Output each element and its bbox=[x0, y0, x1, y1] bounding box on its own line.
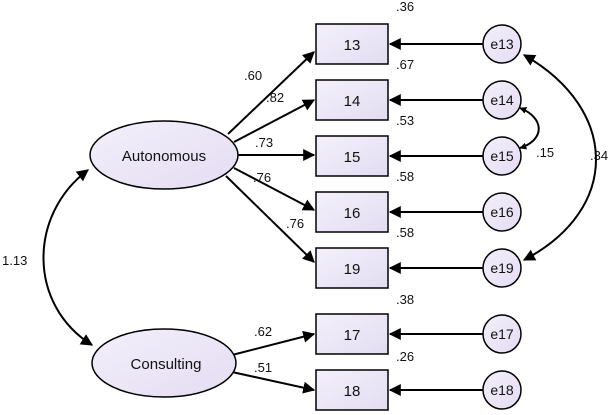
observed-box-13 bbox=[315, 23, 389, 65]
path-consulting-18 bbox=[231, 371, 316, 394]
rsq-16: .58 bbox=[396, 169, 414, 184]
error-circle-e16 bbox=[482, 192, 522, 232]
latent-consulting-label: Consulting bbox=[131, 356, 202, 373]
error-label-e15: e15 bbox=[490, 148, 514, 164]
covariance-e13-e19-label: .34 bbox=[590, 148, 608, 163]
loading-18: .51 bbox=[254, 360, 272, 375]
path-autonomous-14 bbox=[233, 99, 316, 143]
covariance-e14-e15-label: .15 bbox=[536, 145, 554, 160]
path-consulting-17 bbox=[231, 330, 316, 356]
observed-label-15: 15 bbox=[344, 149, 361, 166]
observed-box-14 bbox=[315, 79, 389, 121]
loading-13: .60 bbox=[244, 68, 262, 83]
observed-label-14: 14 bbox=[344, 93, 361, 110]
latent-autonomous bbox=[89, 120, 239, 190]
error-circle-e14 bbox=[482, 80, 522, 120]
rsq-14: .67 bbox=[396, 57, 414, 72]
covariance-e13-e19 bbox=[522, 54, 597, 261]
loading-15: .73 bbox=[255, 135, 273, 150]
error-label-e16: e16 bbox=[490, 204, 514, 220]
error-circle-e19 bbox=[482, 248, 522, 288]
error-circle-e17 bbox=[482, 314, 522, 354]
observed-label-18: 18 bbox=[344, 383, 361, 400]
loading-19: .76 bbox=[286, 216, 304, 231]
latent-autonomous-label: Autonomous bbox=[122, 148, 206, 165]
observed-box-19 bbox=[315, 247, 389, 289]
error-label-e19: e19 bbox=[490, 260, 514, 276]
loading-14: .82 bbox=[266, 90, 284, 105]
error-circle-e13 bbox=[482, 24, 522, 64]
observed-box-15 bbox=[315, 135, 389, 177]
loading-17: .62 bbox=[254, 324, 272, 339]
covariance-latent-label: 1.13 bbox=[2, 253, 27, 268]
rsq-18: .26 bbox=[396, 349, 414, 364]
error-label-e17: e17 bbox=[490, 326, 514, 342]
error-label-e18: e18 bbox=[490, 382, 514, 398]
rsq-15: .53 bbox=[396, 113, 414, 128]
path-autonomous-19 bbox=[225, 175, 315, 263]
covariance-e14-e15 bbox=[519, 107, 540, 150]
path-autonomous-16 bbox=[233, 167, 316, 211]
error-label-e13: e13 bbox=[490, 36, 514, 52]
error-label-e14: e14 bbox=[490, 92, 514, 108]
error-circle-e18 bbox=[482, 370, 522, 410]
observed-box-17 bbox=[315, 313, 389, 355]
observed-box-18 bbox=[315, 369, 389, 411]
loading-16: .76 bbox=[253, 170, 271, 185]
rsq-17: .38 bbox=[396, 292, 414, 307]
rsq-19: .58 bbox=[396, 225, 414, 240]
observed-box-16 bbox=[315, 191, 389, 233]
error-circle-e15 bbox=[482, 136, 522, 176]
rsq-13: .36 bbox=[396, 0, 414, 14]
path-autonomous-13 bbox=[227, 51, 315, 135]
observed-label-17: 17 bbox=[344, 327, 361, 344]
observed-label-13: 13 bbox=[344, 37, 361, 54]
covariance-autonomous-consulting bbox=[42, 169, 94, 346]
observed-label-19: 19 bbox=[344, 261, 361, 278]
observed-label-16: 16 bbox=[344, 205, 361, 222]
latent-consulting bbox=[91, 328, 237, 398]
